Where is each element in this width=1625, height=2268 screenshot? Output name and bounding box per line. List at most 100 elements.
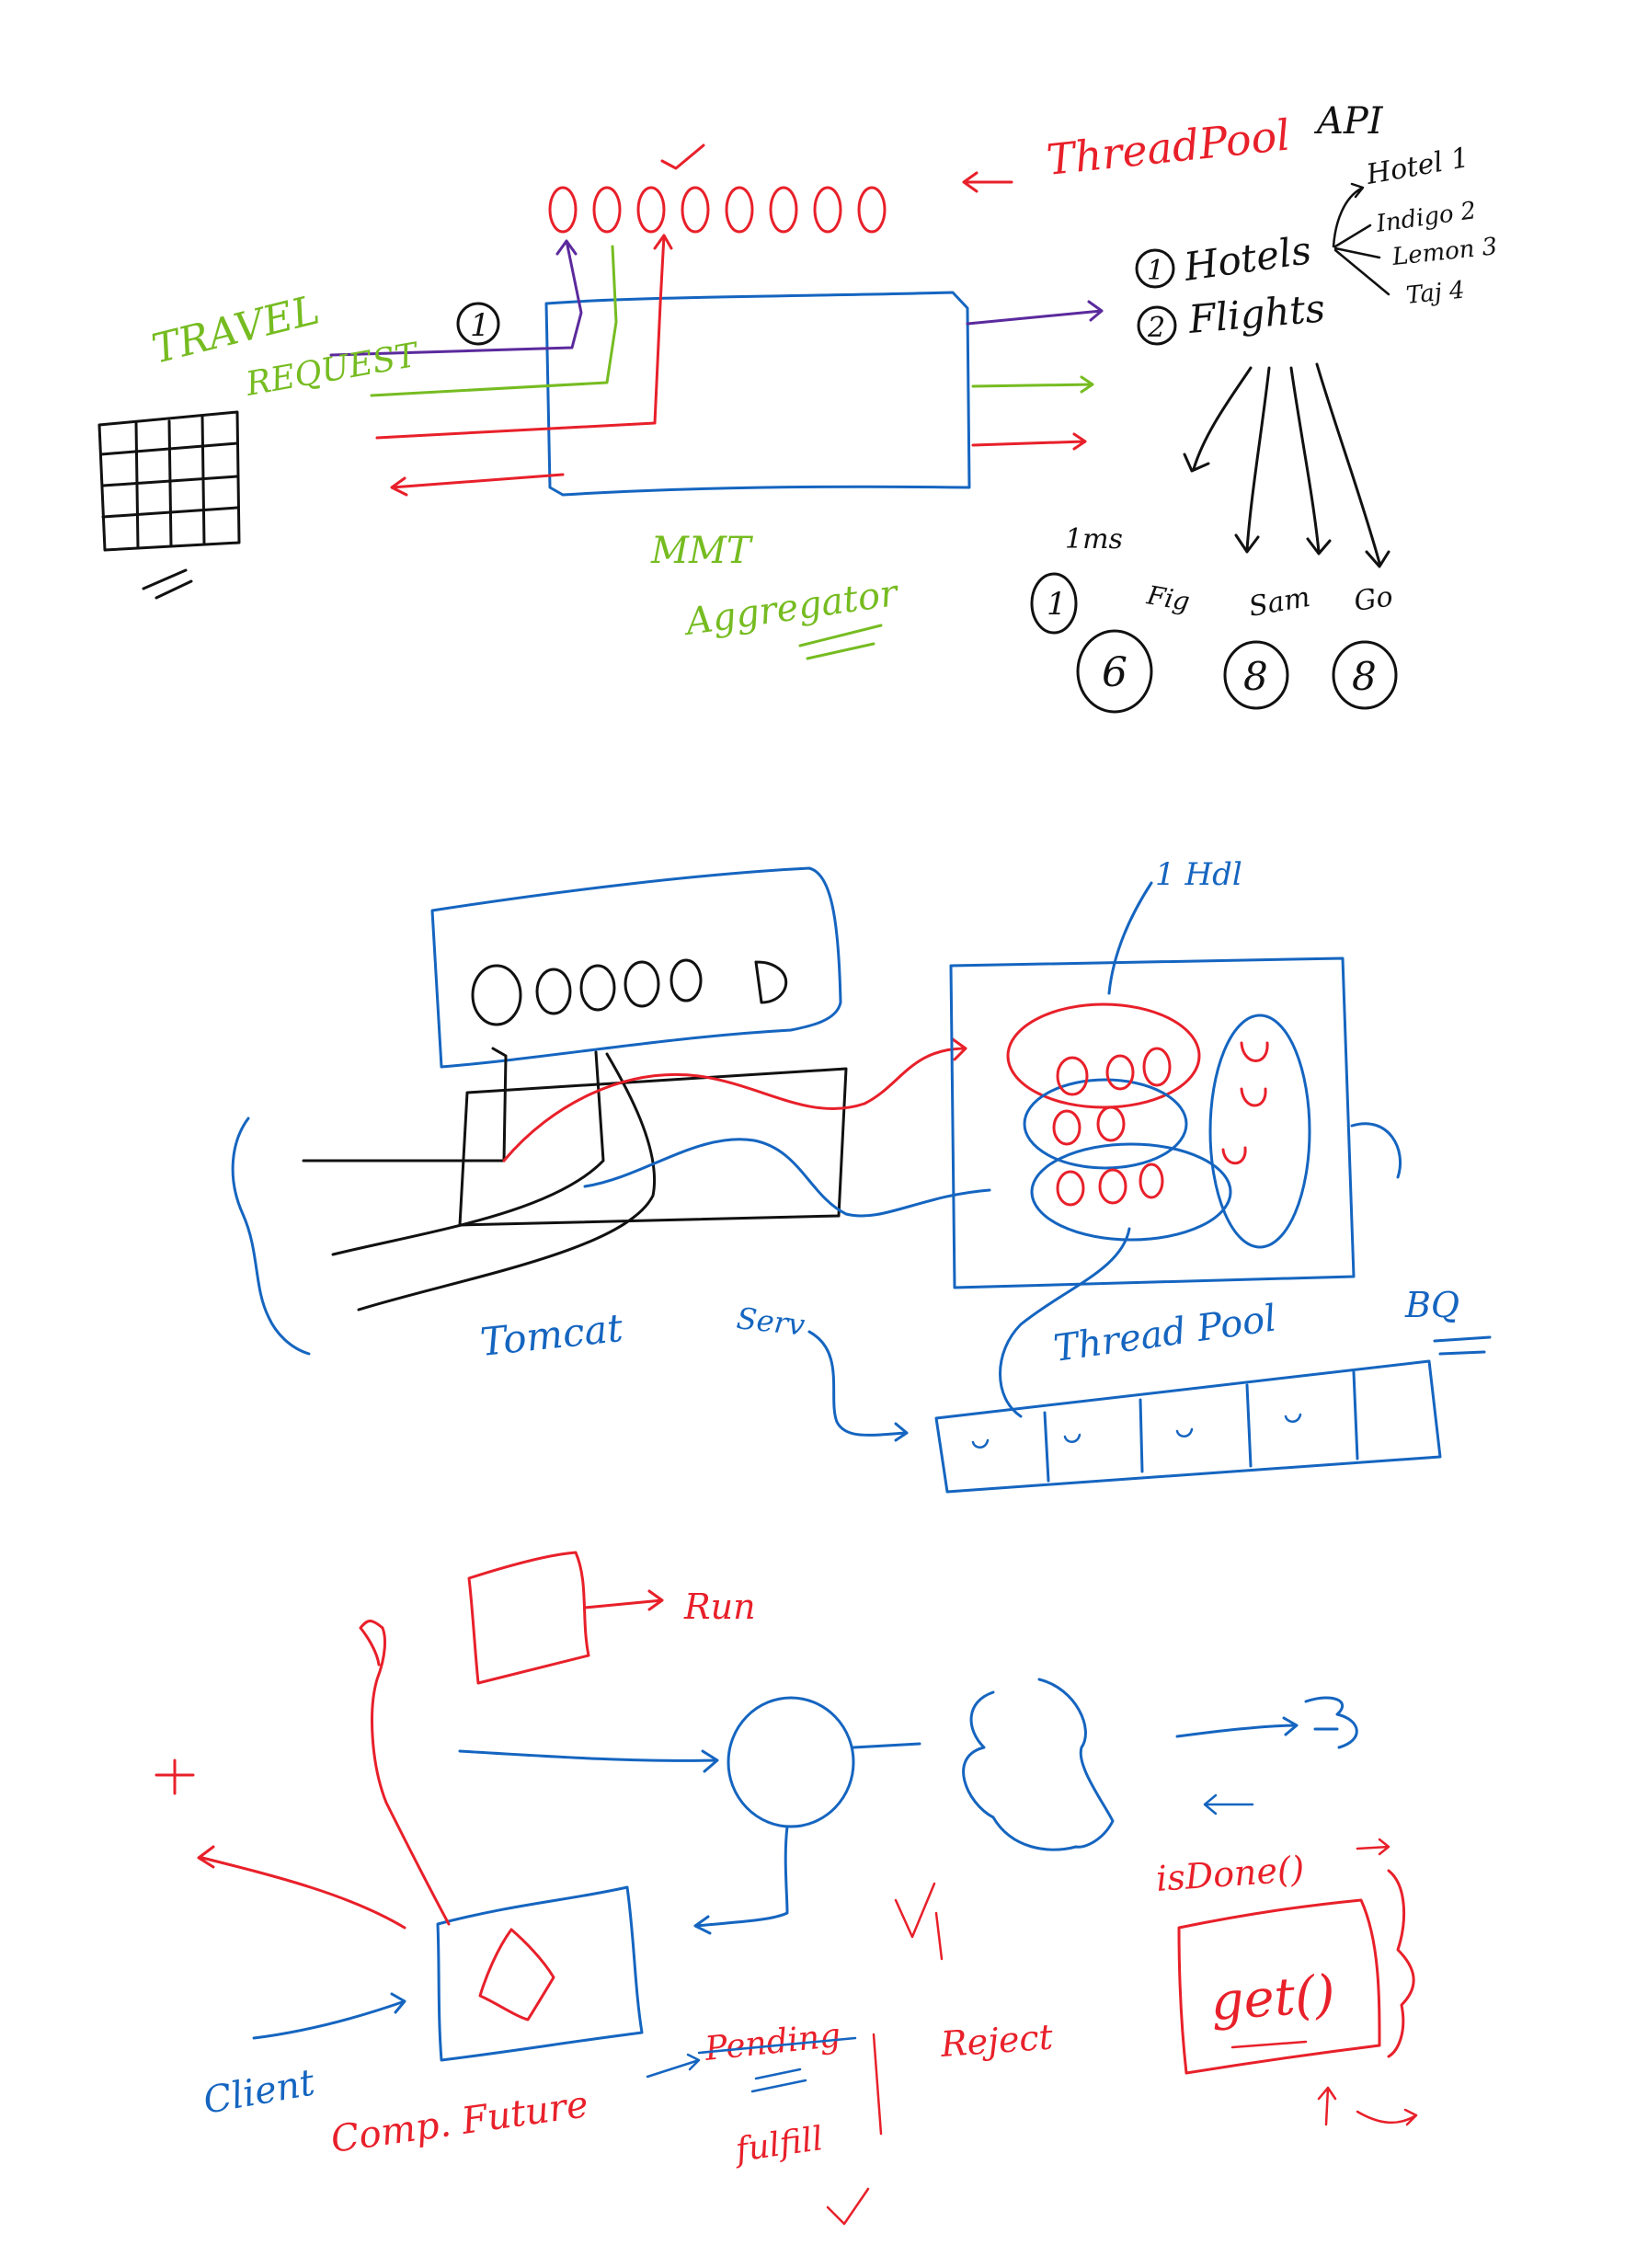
leaf-circle-4: [1332, 640, 1398, 710]
travel-number: 1: [470, 307, 490, 344]
flights-label: Flights: [1186, 285, 1327, 342]
leaf-circle-1: [1030, 572, 1078, 635]
brace-arrow-in: [1203, 1793, 1254, 1816]
pool-thread-circle: [669, 958, 703, 1002]
leaf-label-3: Sam: [1246, 581, 1312, 624]
to-executor-arrow: [458, 1749, 719, 1773]
fulfilled-check: [826, 2033, 883, 2226]
blocking-queue: [934, 1359, 1442, 1494]
leaf-circle-2: [1076, 629, 1153, 714]
queue-item: [1284, 1413, 1302, 1423]
request-line-red: [375, 234, 673, 440]
hotels-number: 1: [1147, 255, 1164, 287]
pool-thread-u: [1240, 1041, 1269, 1062]
tomcat-label: Tomcat: [478, 1305, 625, 1365]
queue-item: [1063, 1433, 1081, 1443]
thread-circle: [769, 186, 798, 234]
handler-box: [949, 956, 1356, 1289]
pending-label: Pending: [703, 2017, 842, 2068]
tomcat-incoming-1: [302, 1047, 508, 1163]
thread-circle: [681, 186, 710, 234]
run-box: [467, 1551, 590, 1685]
isdone-label: isDone(): [1155, 1849, 1306, 1899]
pool-thread-dot: [1052, 1109, 1081, 1146]
get-up-arrow: [1317, 2086, 1337, 2126]
pool-thread-dot: [1056, 1170, 1085, 1207]
bq-label: BQ: [1404, 1285, 1459, 1325]
pool-group-blue-2: [1030, 1142, 1232, 1242]
threadpool-label-s2: Thread Pool: [1051, 1297, 1279, 1369]
flights-fanout: [1183, 362, 1390, 568]
aggregator-label-line2: Aggregator: [680, 572, 903, 645]
isdone-arrow: [1356, 1838, 1390, 1856]
fulfilled-label: fulfill: [731, 2120, 826, 2170]
leaf-label-2: Fig: [1144, 579, 1192, 617]
queue-item: [1175, 1427, 1194, 1438]
pool-group-threads: [1052, 1041, 1269, 1207]
get-underline: [1230, 2040, 1308, 2049]
pool-box: [430, 866, 842, 1069]
handler-pointer: [1107, 881, 1153, 995]
reject-label: Reject: [939, 2017, 1055, 2066]
check-mark: [660, 143, 705, 170]
pool-group-blue-1: [1023, 1078, 1188, 1170]
api-label: API: [1313, 100, 1384, 143]
client-arrow: [252, 1992, 406, 2040]
pool-thread-circle: [535, 968, 572, 1015]
pool-thread-u: [1240, 1087, 1267, 1107]
run-label: Run: [683, 1586, 756, 1627]
leaf-number-4: 8: [1352, 654, 1377, 699]
pool-thread-dot: [1098, 1168, 1127, 1205]
api-fanout: [1332, 182, 1390, 296]
pending-strike: [697, 2036, 857, 2093]
pool-thread-dot: [1056, 1056, 1089, 1096]
api-item-hotel: Hotel 1: [1363, 142, 1471, 191]
tomcat-pool-link-red: [502, 1037, 967, 1163]
bq-underline: [1433, 1335, 1492, 1356]
future-out-arrow: [197, 1845, 406, 1930]
leaf-label-4: Go: [1352, 580, 1394, 618]
thread-circle: [725, 186, 754, 234]
request-line-green: [370, 245, 618, 397]
brace-result: [1304, 1696, 1358, 1749]
pool-thread-d: [754, 960, 788, 1004]
left-brace: [231, 1117, 311, 1356]
get-return-arrow: [1356, 2108, 1418, 2126]
threadpool-circles: [548, 143, 887, 234]
aggregator-underline: [798, 624, 883, 660]
handler-label: 1 Hdl: [1155, 856, 1242, 893]
plus-mark: [154, 1758, 195, 1795]
pool-thread-circle: [624, 960, 660, 1008]
serv-arrow: [807, 1330, 909, 1442]
pool-group-red: [1006, 1002, 1201, 1109]
executor-brace-tail: [991, 1816, 1078, 1851]
hotels-number-circle: [1135, 248, 1175, 289]
threadpool-arrow: [962, 171, 1013, 193]
section-tomcat-threadpool: 1 Hdl Thread Pool BQ: [231, 856, 1492, 1494]
pool-thread-circle: [579, 964, 616, 1012]
future-diamond: [478, 1928, 555, 2022]
thread-circle: [592, 186, 622, 234]
tomcat-pool-link-blue: [583, 1138, 991, 1218]
threadpool-label: ThreadPool: [1045, 109, 1293, 184]
out-arrow-purple: [966, 300, 1104, 326]
pool-thread-circle: [471, 964, 522, 1026]
pool-thread-dot: [1096, 1105, 1126, 1142]
thread-circle: [636, 186, 666, 234]
pool-thread-dot: [1105, 1054, 1135, 1091]
hotels-label: Hotels: [1181, 227, 1314, 290]
queue-item: [971, 1438, 990, 1449]
api-item-indigo: Indigo 2: [1374, 197, 1478, 238]
threadpool-pointer: [999, 1227, 1131, 1418]
get-label: get(): [1208, 1964, 1336, 2033]
section-completable-future: Run Client Comp. Future Pending fulfill …: [154, 1551, 1418, 2226]
out-arrow-green: [971, 375, 1094, 394]
api-item-lemon: Lemon 3: [1390, 233, 1499, 271]
out-arrow-red: [971, 432, 1087, 451]
aggregator-label-line1: MMT: [650, 530, 754, 572]
leaf-number-2: 6: [1102, 649, 1127, 696]
tomcat-incoming-3: [357, 1052, 656, 1312]
run-arrow: [583, 1589, 664, 1611]
flights-number: 2: [1147, 312, 1165, 344]
